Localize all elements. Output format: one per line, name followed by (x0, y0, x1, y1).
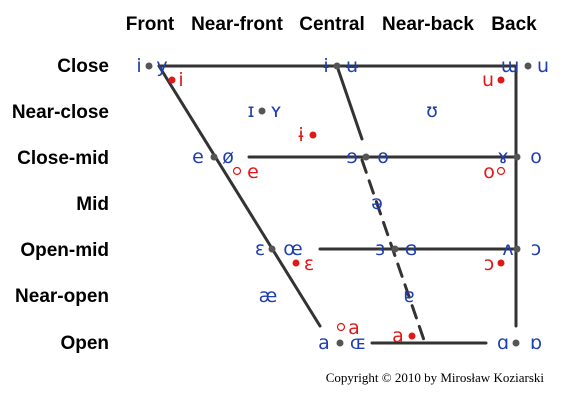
vowel-open-front-red: a (348, 317, 360, 339)
vowel-open-front-rounded: ɶ (350, 332, 366, 354)
copyright-text: Copyright © 2010 by Mirosław Koziarski (326, 370, 545, 385)
vowel-close-back-unrounded: ɯ (501, 55, 520, 77)
vowel-close-central-unrounded: ɨ (323, 55, 329, 77)
dot-close-mid-back (513, 153, 521, 161)
dot-open-back (512, 339, 520, 347)
vowel-open-back-unrounded: ɑ (497, 332, 509, 354)
dot-open-mid-front (268, 245, 276, 253)
vowel-close-back-rounded: u (537, 55, 549, 77)
row-mid: Mid (76, 194, 109, 215)
column-back: Back (491, 14, 537, 35)
vowel-open-mid-central-unrounded: ɜ (375, 238, 385, 260)
row-close-mid: Close-mid (17, 148, 109, 169)
vowel-close-front-red: i (178, 69, 183, 91)
row-near-open: Near-open (15, 286, 109, 307)
dots (145, 62, 532, 347)
vowel-near-close-back: ʊ (426, 100, 438, 122)
vowel-close-mid-front-rounded: ø (222, 146, 234, 168)
dot-close-mid-front-red-ring (232, 166, 242, 176)
dot-close-mid-back-red-ring (496, 166, 506, 176)
dot-open-mid-back (513, 245, 521, 253)
vowel-near-open-front: æ (259, 285, 278, 307)
dot-near-close-front (258, 107, 266, 115)
vowel-close-mid-back-rounded: o (530, 146, 542, 168)
vowel-open-central-red: a (392, 325, 404, 347)
dot-open-front-red-ring (336, 322, 346, 332)
dot-close-back-red (497, 76, 505, 84)
vowel-open-mid-back-rounded: ɔ (531, 238, 541, 260)
vowel-open-back-rounded: ɒ (530, 332, 542, 354)
dot-close-mid-front (210, 153, 218, 161)
vowel-mid-central: ə (371, 192, 383, 214)
vowel-open-mid-front-rounded: œ (283, 238, 302, 260)
vowel-open-mid-back-unrounded: ʌ (502, 238, 513, 260)
dot-open-central-red (408, 332, 416, 340)
dot-close-mid-central (362, 153, 370, 161)
vowel-close-back-red: u (482, 69, 494, 91)
dot-close-central (333, 62, 341, 70)
row-open-mid: Open-mid (20, 240, 109, 261)
vowel-near-close-front-rounded: ʏ (270, 100, 282, 122)
dot-near-close-central-red (309, 131, 317, 139)
dot-open-front (336, 339, 344, 347)
row-headers: Close Near-close Close-mid Mid Open-mid … (12, 56, 109, 354)
vowel-open-mid-front-unrounded: ɛ (255, 238, 265, 260)
vowel-close-central-rounded: ʉ (346, 55, 359, 77)
row-near-close: Near-close (12, 102, 109, 123)
vowel-open-front-unrounded: a (318, 332, 330, 354)
dot-close-front-red (168, 76, 176, 84)
chart-lines (157, 64, 518, 345)
vowel-close-mid-front-red: e (247, 161, 259, 183)
dot-close-back (524, 62, 532, 70)
vowel-open-mid-central-rounded: ɞ (405, 238, 418, 260)
dot-open-mid-back-red (497, 259, 505, 267)
vowel-open-mid-front-red: ɛ (304, 253, 314, 275)
line-front-edge (157, 64, 322, 328)
vowel-close-mid-back-unrounded: ɤ (497, 146, 508, 168)
column-headers: Front Near-front Central Near-back Back (126, 14, 537, 35)
column-near-back: Near-back (382, 14, 474, 35)
vowel-close-mid-central-rounded: ɵ (377, 146, 389, 168)
vowel-close-mid-back-red: o (483, 161, 495, 183)
vowel-close-mid-central-unrounded: ɘ (346, 146, 358, 168)
vowel-close-mid-front-unrounded: e (192, 146, 204, 168)
column-near-front: Near-front (191, 14, 284, 35)
vowel-near-open-central: ɐ (403, 285, 414, 307)
line-central-upper (335, 64, 364, 141)
vowel-symbols: i y i ɨ ʉ ɯ u u ɪ ʏ ʊ ɨ e ø e ɘ ɵ ɤ o o … (136, 55, 549, 354)
vowel-near-close-central-red: ɨ (298, 124, 304, 146)
vowel-close-front-rounded: y (156, 55, 167, 77)
row-close: Close (57, 56, 109, 77)
row-open: Open (60, 333, 109, 354)
column-central: Central (299, 14, 364, 35)
dot-close-front (145, 62, 153, 70)
column-front: Front (126, 14, 175, 35)
dot-open-mid-central (391, 245, 399, 253)
vowel-close-front-unrounded: i (136, 55, 141, 77)
vowel-near-close-front-unrounded: ɪ (247, 100, 254, 122)
vowel-open-mid-back-red: ɔ (484, 253, 494, 275)
dot-open-mid-front-red (292, 259, 300, 267)
